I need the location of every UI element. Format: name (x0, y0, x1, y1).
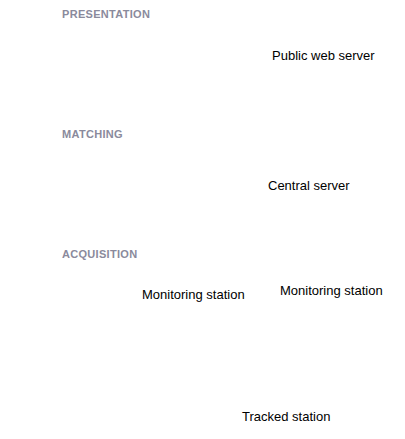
node-label: Monitoring station (142, 287, 245, 303)
layer-band: MATCHING Central server (0, 120, 405, 242)
node-label: Monitoring station (280, 283, 383, 299)
layer-band: ACQUISITION Monitoring station Monitoring … (0, 240, 405, 439)
wireless-chain (131, 345, 172, 383)
station-node: Monitoring station (240, 283, 385, 362)
wireless-link (131, 345, 172, 383)
layer-label: PRESENTATION (62, 8, 150, 21)
band-fill (6, 0, 405, 122)
layer-label: ACQUISITION (62, 248, 137, 261)
wireless-chain (131, 345, 172, 383)
hand-phone-icon (150, 383, 234, 435)
cable-line (229, 228, 258, 283)
network-link (229, 228, 258, 283)
node-label: Tracked station (242, 409, 330, 425)
node-label: Central server (268, 178, 350, 194)
band-fill (6, 120, 405, 242)
band-fill (6, 240, 405, 439)
server-icon (175, 10, 237, 110)
station-icon (240, 303, 326, 361)
band-shape (0, 240, 405, 439)
server-node: Public web server (175, 10, 377, 110)
station-node: Monitoring station (55, 283, 247, 345)
tracked-node: Tracked station (150, 383, 333, 435)
cable-line (205, 110, 208, 128)
server-icon (175, 128, 237, 228)
network-link (206, 110, 207, 128)
node-label: Public web server (272, 48, 375, 64)
network-link (124, 221, 175, 283)
server-node: Central server (175, 128, 352, 228)
cable-line (124, 221, 175, 283)
station-icon (55, 286, 141, 344)
layer-label: MATCHING (62, 128, 123, 141)
layer-band: PRESENTATION Public web server (0, 0, 405, 122)
